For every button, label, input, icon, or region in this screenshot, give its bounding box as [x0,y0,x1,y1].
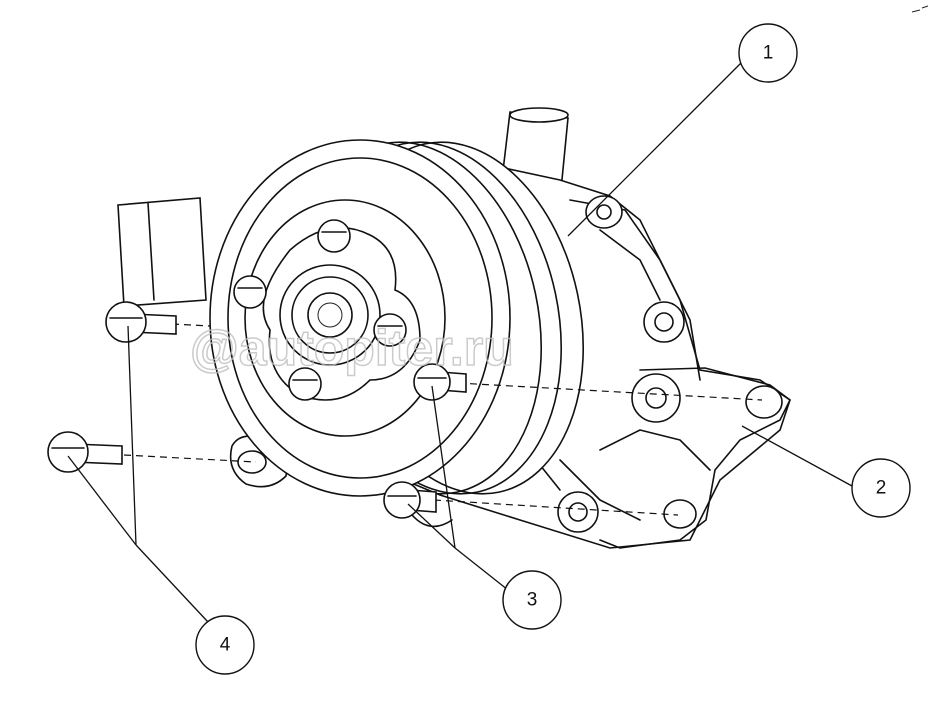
hub-bolt [317,219,351,253]
bolt-4-upper [105,301,177,343]
hub-bolt [288,367,322,401]
leader-lines [67,61,853,623]
flange-holes [237,195,783,533]
callout-4: 4 [195,615,255,675]
gasket [599,367,791,549]
callout-3: 3 [502,570,562,630]
hub-bolt [233,275,267,309]
callout-2: 2 [851,458,911,518]
callout-4-label: 4 [220,635,231,656]
bolt-3-upper [413,363,467,401]
watermark-text: @autopiter.ru [190,320,514,376]
callout-1: 1 [738,23,798,83]
callout-3-label: 3 [527,590,538,611]
corner-mark [911,5,929,13]
assembly-lines [123,323,763,516]
hub-bolt [373,313,407,347]
bolt-4-lower [47,431,123,473]
callout-2-label: 2 [876,478,887,499]
callout-1-label: 1 [763,43,774,64]
